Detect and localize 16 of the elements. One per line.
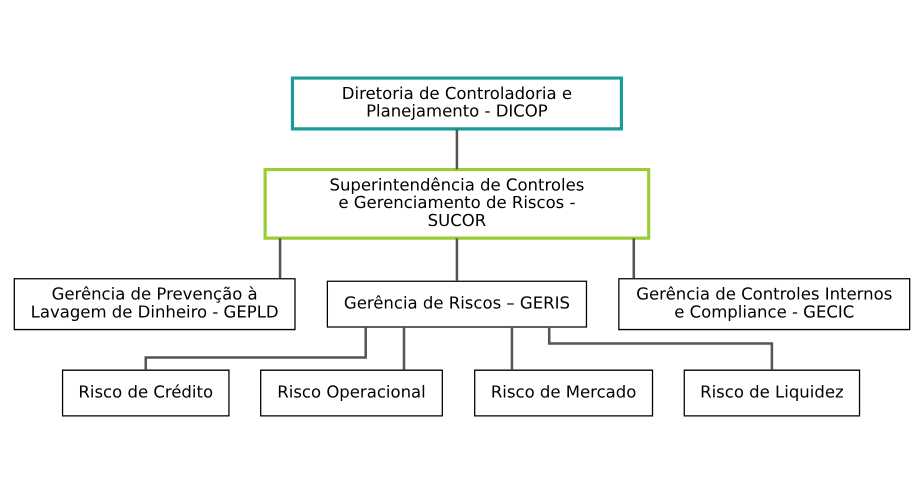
node-box: Risco de Liquidez <box>684 370 860 417</box>
connector <box>456 238 458 281</box>
node-box: Gerência de Controles Internos e Compliance - GECIC <box>618 278 910 330</box>
connector <box>456 129 458 170</box>
node-box: Gerência de Prevenção à Lavagem de Dinheiro - GEPLD <box>14 278 296 330</box>
node-box: Risco de Mercado <box>474 370 654 417</box>
node-box: Diretoria de Controladoria e Planejamento - DICOP <box>290 76 623 130</box>
node-box: Risco Operacional <box>260 370 443 417</box>
node-box: Gerência de Riscos – GERIS <box>326 280 588 328</box>
node-box: Risco de Crédito <box>62 370 230 417</box>
connector <box>510 327 514 370</box>
connector <box>632 238 636 278</box>
connector <box>402 327 406 370</box>
connector <box>278 238 282 278</box>
connector <box>144 327 367 370</box>
node-box: Superintendência de Controles e Gerenciamento de Riscos - SUCOR <box>264 168 650 240</box>
